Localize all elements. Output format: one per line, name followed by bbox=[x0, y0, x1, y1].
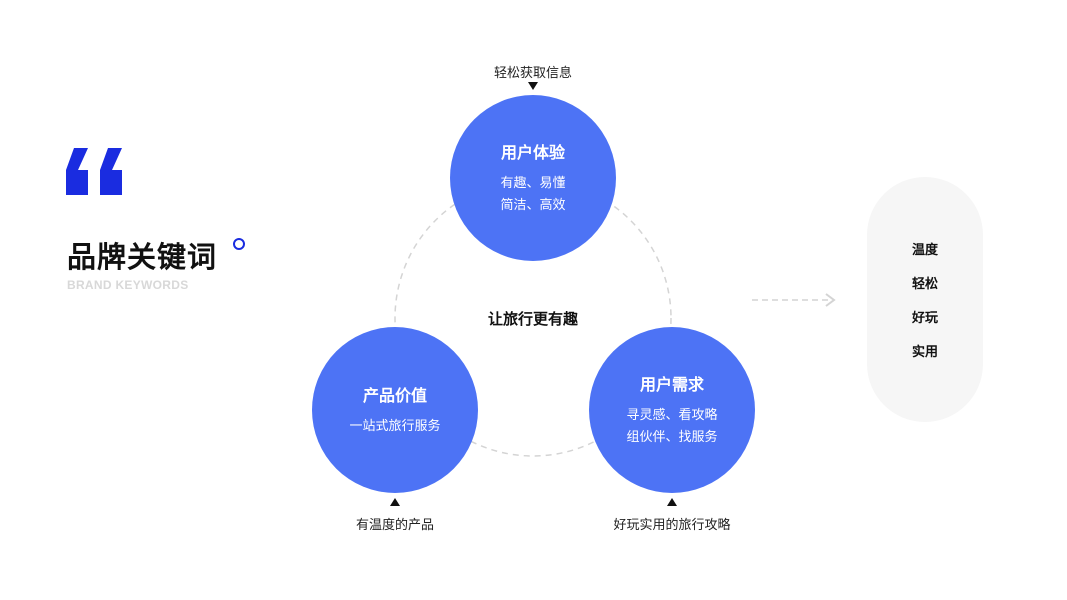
keyword: 温度 bbox=[911, 243, 938, 258]
circle-label-left: 有温度的产品 bbox=[355, 518, 435, 533]
arrow-up-icon bbox=[390, 498, 400, 506]
circle-title: 用户需求 bbox=[639, 375, 704, 394]
circle-text: 寻灵感、看攻略 bbox=[626, 408, 718, 423]
circle-user-needs: 用户需求 寻灵感、看攻略 组伙伴、找服务 bbox=[589, 327, 755, 493]
keyword: 轻松 bbox=[911, 277, 938, 292]
arrow-down-icon bbox=[528, 82, 538, 90]
keywords-pill: 温度 轻松 好玩 实用 bbox=[867, 177, 983, 422]
circle-text: 一站式旅行服务 bbox=[349, 419, 441, 434]
center-text: 让旅行更有趣 bbox=[487, 310, 579, 328]
page-subtitle: BRAND KEYWORDS bbox=[67, 278, 189, 292]
chevron-right-icon bbox=[825, 293, 836, 307]
page-title: 品牌关键词 bbox=[67, 240, 218, 274]
keyword: 好玩 bbox=[911, 311, 938, 326]
circle-label-top: 轻松获取信息 bbox=[493, 66, 573, 81]
circle-title: 用户体验 bbox=[500, 143, 565, 162]
circle-text: 简洁、高效 bbox=[500, 198, 566, 213]
circle-label-right: 好玩实用的旅行攻略 bbox=[613, 518, 731, 533]
circle-product-value: 产品价值 一站式旅行服务 bbox=[312, 327, 478, 493]
circle-title: 产品价值 bbox=[362, 386, 427, 405]
circle-user-experience: 用户体验 有趣、易懂 简洁、高效 bbox=[450, 95, 616, 261]
circle-text: 组伙伴、找服务 bbox=[626, 430, 718, 445]
circle-dot-icon bbox=[233, 238, 245, 250]
arrow-up-icon bbox=[667, 498, 677, 506]
keyword: 实用 bbox=[911, 345, 938, 360]
quote-mark-icon bbox=[66, 148, 122, 195]
circle-text: 有趣、易懂 bbox=[500, 176, 566, 191]
